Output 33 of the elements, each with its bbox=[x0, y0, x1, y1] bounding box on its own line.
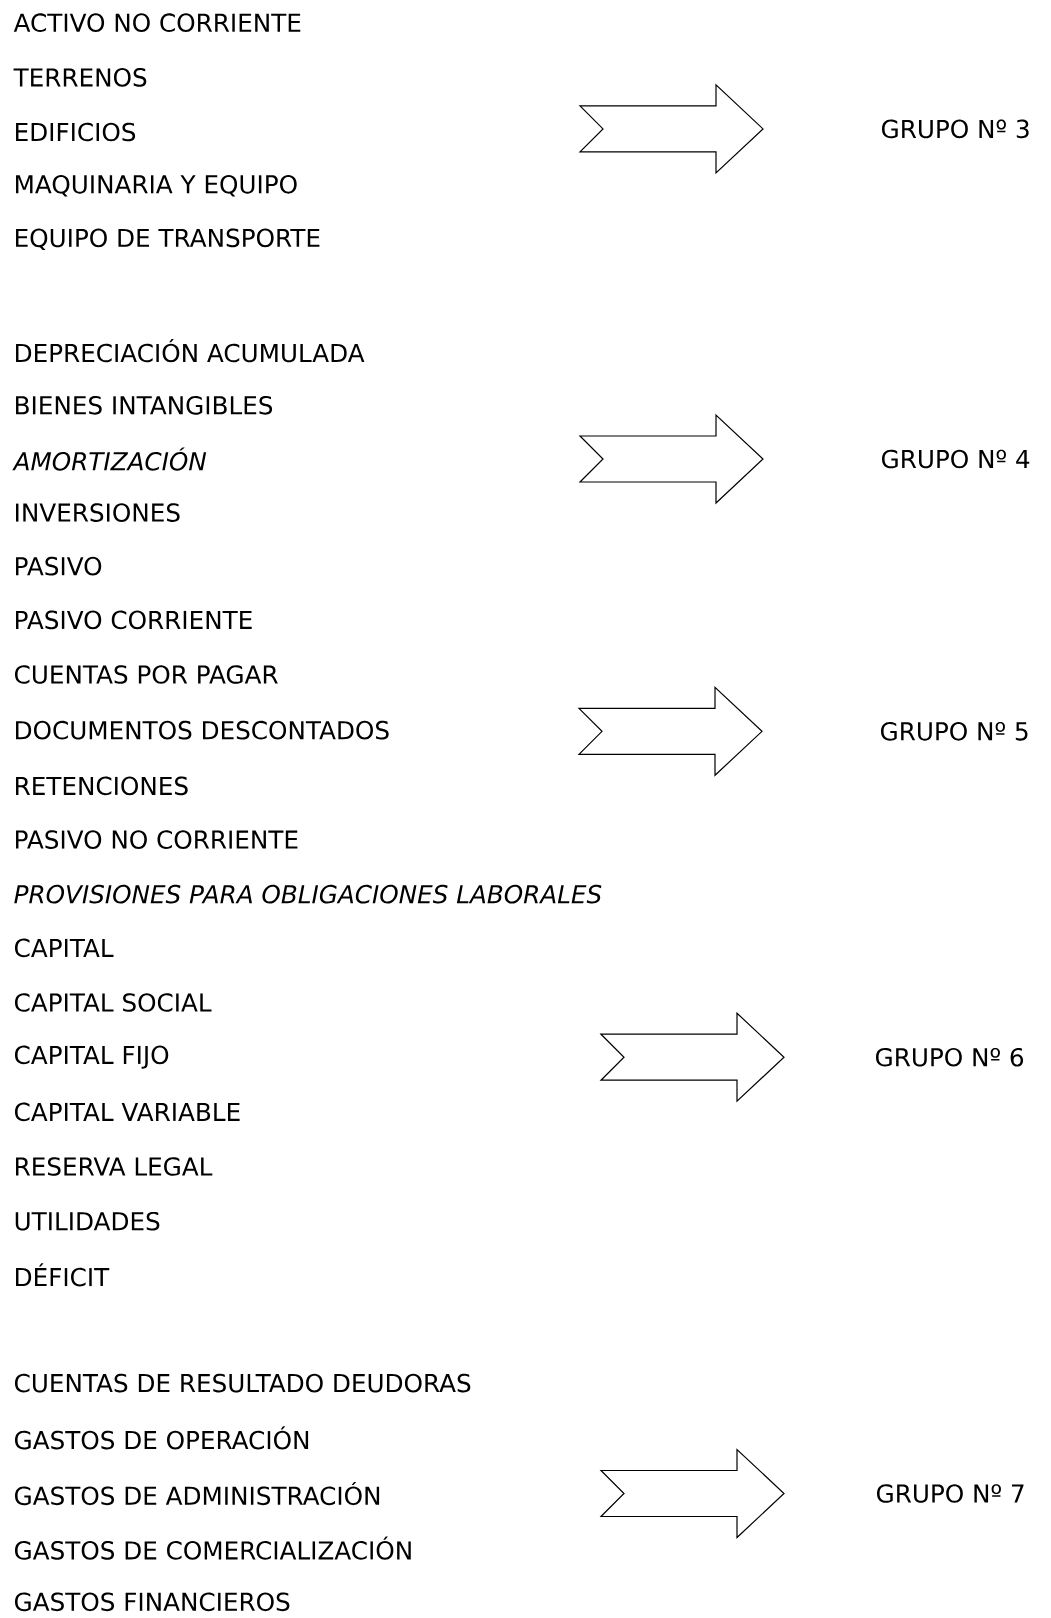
account-name: INVERSIONES bbox=[16, 503, 180, 522]
group-label: GRUPO Nº 4 bbox=[882, 449, 1030, 469]
account-name: PROVISIONES PARA OBLIGACIONES LABORALES bbox=[14, 884, 602, 904]
account-name: ACTIVO NO CORRIENTE bbox=[13, 13, 301, 33]
account-name: CAPITAL SOCIAL bbox=[15, 993, 212, 1012]
account-name: CUENTAS DE RESULTADO DEUDORAS bbox=[15, 1373, 471, 1393]
account-name: MAQUINARIA Y EQUIPO bbox=[16, 174, 297, 197]
account-name: RETENCIONES bbox=[16, 776, 188, 796]
account-name: DEPRECIACIÓN ACUMULADA bbox=[16, 339, 365, 363]
account-name: UTILIDADES bbox=[15, 1211, 160, 1231]
account-name: PASIVO CORRIENTE bbox=[16, 610, 252, 630]
account-name: GASTOS DE ADMINISTRACIÓN bbox=[15, 1481, 380, 1506]
account-name: CUENTAS POR PAGAR bbox=[15, 665, 278, 684]
account-name: BIENES INTANGIBLES bbox=[16, 395, 273, 415]
account-name: CAPITAL VARIABLE bbox=[15, 1102, 240, 1122]
group-label: GRUPO Nº 5 bbox=[881, 721, 1028, 741]
account-name: GASTOS FINANCIEROS bbox=[15, 1592, 290, 1612]
account-name: AMORTIZACIÓN bbox=[12, 447, 207, 471]
account-name: CAPITAL FIJO bbox=[15, 1045, 169, 1069]
account-name: TERRENOS bbox=[13, 68, 147, 87]
account-name: DOCUMENTOS DESCONTADOS bbox=[16, 720, 389, 740]
group-label: GRUPO Nº 6 bbox=[876, 1047, 1024, 1067]
account-name: GASTOS DE OPERACIÓN bbox=[15, 1426, 309, 1450]
account-name: GASTOS DE COMERCIALIZACIÓN bbox=[15, 1536, 411, 1560]
account-name: DÉFICIT bbox=[16, 1263, 110, 1287]
account-name: PASIVO NO CORRIENTE bbox=[16, 830, 298, 849]
account-name: CAPITAL bbox=[15, 938, 114, 958]
group-label: GRUPO Nº 7 bbox=[877, 1484, 1024, 1503]
account-name: EDIFICIOS bbox=[16, 122, 136, 142]
account-name: EQUIPO DE TRANSPORTE bbox=[16, 228, 320, 251]
account-name: RESERVA LEGAL bbox=[16, 1157, 213, 1176]
group-label: GRUPO Nº 3 bbox=[882, 119, 1029, 139]
account-name: PASIVO bbox=[16, 556, 102, 576]
